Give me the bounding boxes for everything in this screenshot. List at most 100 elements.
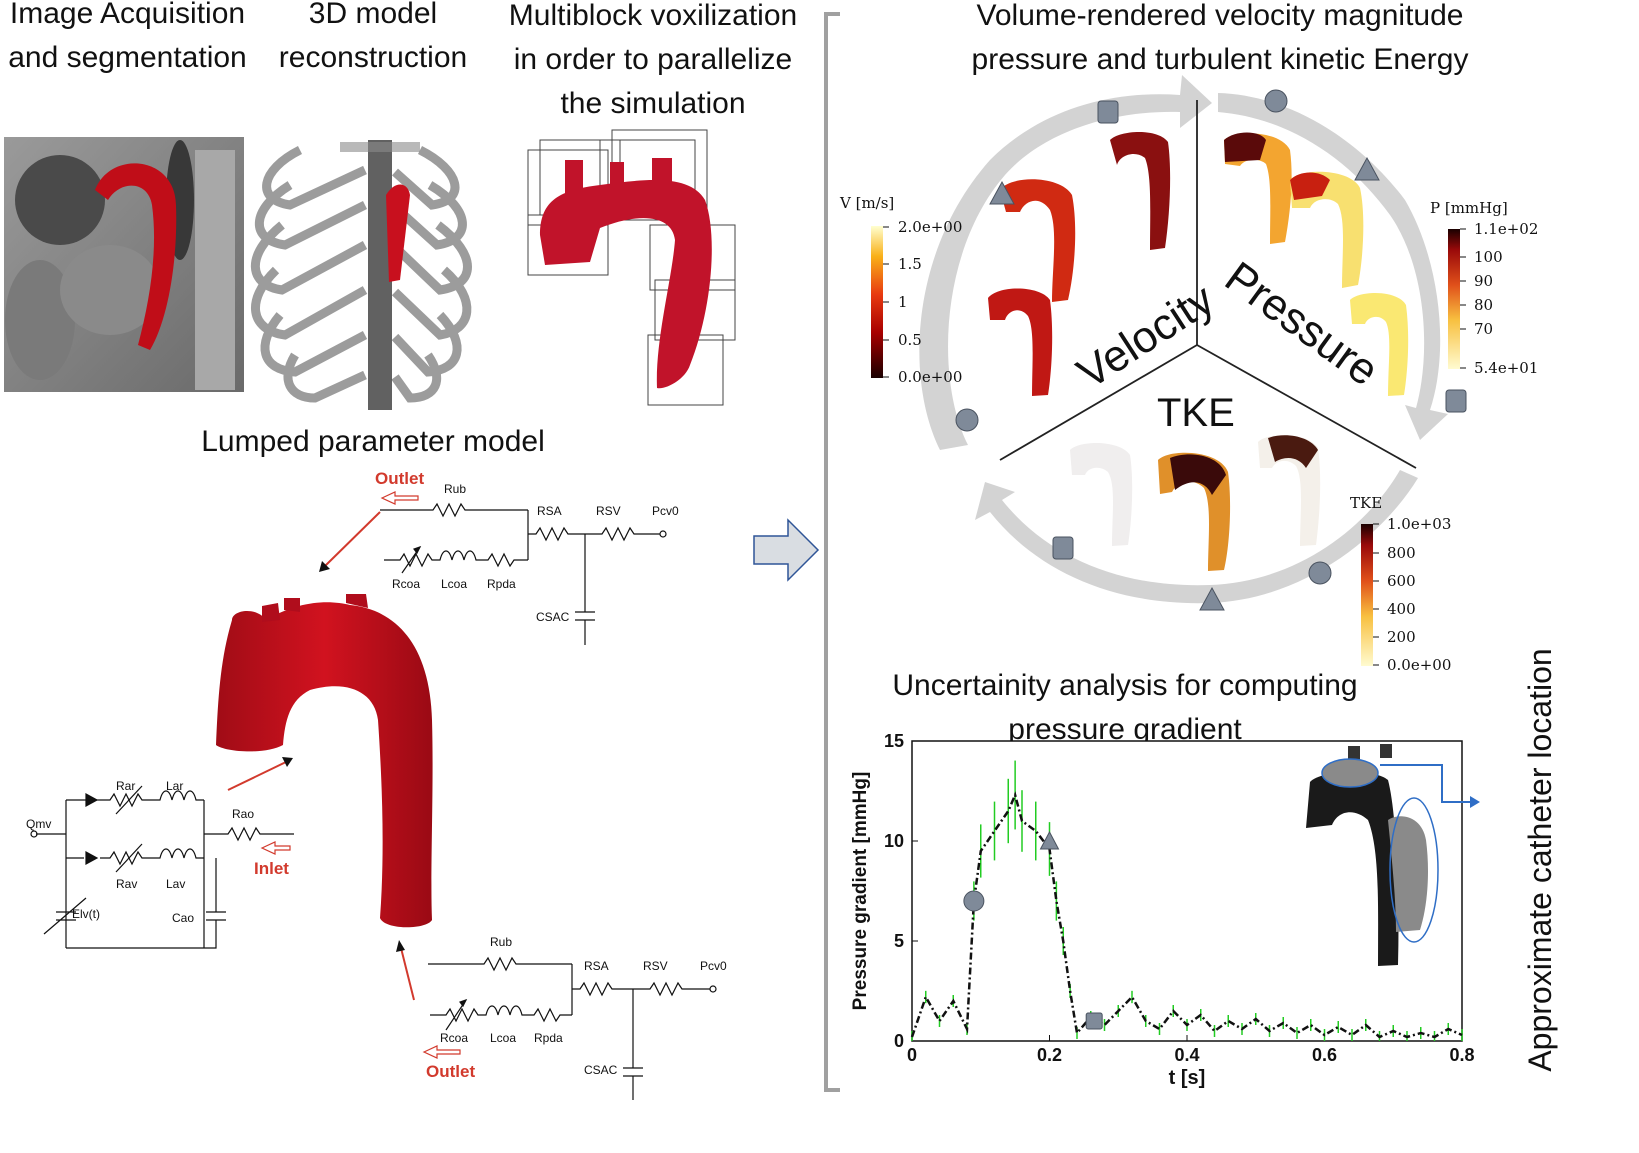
- velocity-colorbar: [871, 226, 883, 378]
- pressure-gradient-chart: 0 0.2 0.4 0.6 0.8 0 5 10 15 Pressure gradient [m…: [850, 731, 1480, 1089]
- header-volume-rendered: Volume-rendered velocity magnitude press…: [940, 0, 1500, 82]
- top-lcoa-label: Lcoa: [441, 577, 467, 591]
- marker-triangle-3: [1199, 586, 1225, 611]
- marker-square-3: [1052, 536, 1074, 560]
- header-image-acquisition-line2: and segmentation: [8, 41, 247, 74]
- top-csac-label: CSAC: [536, 610, 570, 624]
- header-lumped-parameter: Lumped parameter model: [201, 425, 545, 458]
- tke-colorbar-ticks: [1373, 523, 1379, 666]
- spine-model: [340, 140, 420, 410]
- panel-transition-arrow: [753, 518, 820, 582]
- top-rcoa-label: Rcoa: [392, 577, 420, 591]
- marker-circle-1: [1264, 89, 1288, 113]
- pressure-colorbar-title: P [mmHg]: [1430, 199, 1508, 217]
- tke-tick-label: 400: [1387, 600, 1416, 618]
- ribcage-model: [250, 145, 472, 403]
- bottom-rsv-label: RSV: [643, 959, 668, 973]
- panel-bracket: [824, 12, 840, 1092]
- top-outlet-label: Outlet: [375, 469, 424, 488]
- y-tick-label: 15: [884, 731, 904, 751]
- top-rub-label: Rub: [444, 482, 466, 496]
- left-elv-label: Elv(t): [72, 907, 100, 921]
- left-rav-label: Rav: [116, 877, 137, 891]
- left-rao-label: Rao: [232, 807, 254, 821]
- bottom-rpda-label: Rpda: [534, 1031, 563, 1045]
- left-inlet-label: Inlet: [254, 859, 289, 878]
- pressure-tick-label: 5.4e+01: [1474, 359, 1538, 377]
- chart-marker-square: [1085, 1012, 1103, 1030]
- bottom-rsa-label: RSA: [584, 959, 609, 973]
- marker-square-2: [1445, 389, 1467, 413]
- chart-markers-group: [963, 830, 1103, 1030]
- left-lav-label: Lav: [166, 877, 185, 891]
- header-3d-model-line1: 3D model: [308, 0, 438, 30]
- pressure-tick-label: 1.1e+02: [1474, 220, 1538, 238]
- left-lar-label: Lar: [166, 779, 183, 793]
- bottom-rub-label: Rub: [490, 935, 512, 949]
- velocity-colorbar-ticks: [883, 226, 889, 378]
- velocity-tick-label: 0.5: [898, 331, 922, 349]
- pressure-tick-label: 100: [1474, 248, 1503, 266]
- left-rar-label: Rar: [116, 779, 135, 793]
- catheter-inset: [1306, 744, 1480, 966]
- x-tick-label: 0.4: [1174, 1045, 1199, 1065]
- cycle-arrows: [919, 75, 1448, 604]
- pressure-tick-label: 70: [1474, 320, 1493, 338]
- header-image-acquisition-line1: Image Acquisition: [9, 0, 246, 30]
- header-uncertainty-line1: Uncertainity analysis for computing: [892, 669, 1358, 702]
- velocity-tick-label: 1.5: [898, 255, 922, 273]
- y-tick-label: 0: [894, 1031, 904, 1051]
- pressure-renders: [1224, 132, 1409, 396]
- marker-circle-2: [955, 408, 979, 432]
- chart-marker-circle: [963, 890, 985, 912]
- ct-scan-image: [4, 137, 244, 392]
- marker-square-1: [1097, 100, 1119, 124]
- y-tick-label: 5: [894, 931, 904, 951]
- y-tick-label: 10: [884, 831, 904, 851]
- header-multiblock: Multiblock voxilization in order to para…: [492, 0, 814, 126]
- tke-tick-label: 800: [1387, 544, 1416, 562]
- tke-renders: [1070, 435, 1321, 571]
- velocity-tick-label: 2.0e+00: [898, 218, 962, 236]
- x-tick-label: 0: [907, 1045, 917, 1065]
- tke-tick-label: 600: [1387, 572, 1416, 590]
- pressure-tick-label: 80: [1474, 296, 1493, 314]
- top-rpda-label: Rpda: [487, 577, 516, 591]
- x-tick-label: 0.6: [1312, 1045, 1337, 1065]
- header-multiblock-line3: the simulation: [560, 87, 746, 120]
- pressure-label: Pressure: [1216, 252, 1387, 395]
- chart-ylabel: Pressure gradient [mmHg]: [850, 772, 871, 1011]
- bottom-circuit: [422, 956, 717, 1100]
- top-rsa-label: RSA: [537, 504, 562, 518]
- velocity-label: Velocity: [1069, 275, 1223, 399]
- left-circuit: [30, 785, 294, 949]
- x-tick-label: 0.8: [1449, 1045, 1474, 1065]
- bottom-outlet-label: Outlet: [426, 1062, 475, 1081]
- top-rsv-label: RSV: [596, 504, 621, 518]
- bottom-csac-label: CSAC: [584, 1063, 618, 1077]
- header-3d-model-line2: reconstruction: [278, 41, 468, 74]
- header-volume-line2: pressure and turbulent kinetic Energy: [971, 43, 1469, 76]
- left-qmv-label: Qmv: [26, 817, 51, 831]
- multiblock-voxel-model: [527, 129, 736, 406]
- tke-colorbar: [1361, 524, 1373, 666]
- aorta-3d-model: [216, 594, 433, 928]
- chart-xlabel: t [s]: [1169, 1067, 1206, 1089]
- header-image-acquisition: Image Acquisition and segmentation: [0, 0, 255, 80]
- header-multiblock-line2: in order to parallelize: [513, 43, 793, 76]
- bottom-lcoa-label: Lcoa: [490, 1031, 516, 1045]
- cycle-markers: [955, 89, 1467, 611]
- pressure-tick-label: 90: [1474, 272, 1493, 290]
- left-panel-graphics: Outlet Rub RSA RSV Pcv0 Rcoa Lcoa Rpda C…: [4, 129, 820, 1100]
- pressure-colorbar-ticks: [1460, 228, 1466, 369]
- velocity-colorbar-title: V [m/s]: [839, 194, 894, 212]
- marker-triangle-2: [1354, 156, 1380, 181]
- right-panel-graphics: Velocity Pressure TKE V [m/s] 2.0e+00 1.…: [824, 12, 1538, 1092]
- top-circuit: [380, 491, 667, 645]
- pressure-gradient-line: [910, 791, 1463, 1039]
- top-pcv-label: Pcv0: [652, 504, 679, 518]
- connector-arrows: [227, 511, 415, 1001]
- chart-marker-triangle: [1039, 830, 1060, 850]
- x-tick-label: 0.2: [1037, 1045, 1062, 1065]
- pressure-colorbar: [1448, 229, 1460, 369]
